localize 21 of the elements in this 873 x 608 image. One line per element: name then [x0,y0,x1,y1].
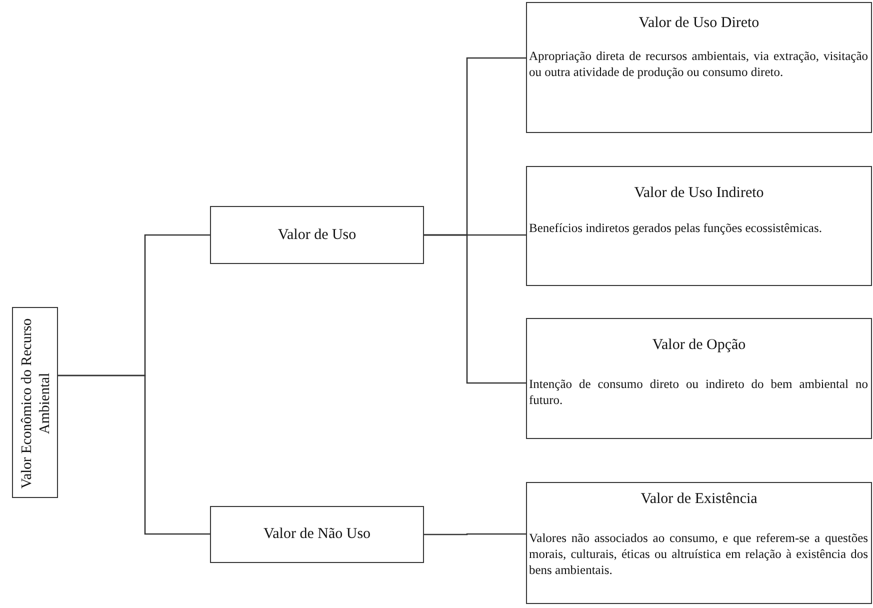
card-title: Valor de Uso Direto [638,15,760,32]
category-box [210,506,424,563]
card-description: Intenção de consumo direto ou indireto do bem ambiental no futuro. [529,376,868,408]
card-description: Valores não associados ao consumo, e que referem-se a questões morais, culturais, éticas ou altruística em relação à existência dos bens ambientais. [529,530,868,578]
connector-line [424,533,526,536]
category-box [12,307,58,498]
value-card [526,2,872,133]
value-card [526,482,872,604]
card-title: Valor de Opção [651,337,747,354]
card-description: Apropriação direta de recursos ambientais, via extração, visitação ou outra atividade de produção ou consumo direto. [529,48,868,80]
card-title: Valor de Uso Indireto [633,185,765,202]
node-label: Valor Econômico do Recurso Ambiental [18,317,54,491]
node-label: Valor de Não Uso [263,526,371,543]
value-card [526,318,872,439]
connector-line [58,374,210,535]
connector-line [424,234,526,384]
value-card [526,166,872,286]
card-description: Benefícios indiretos gerados pelas funções ecossistêmicas. [529,220,823,236]
node-label: Valor de Uso [278,226,356,244]
card-title: Valor de Existência [640,491,758,508]
category-box [210,206,424,264]
